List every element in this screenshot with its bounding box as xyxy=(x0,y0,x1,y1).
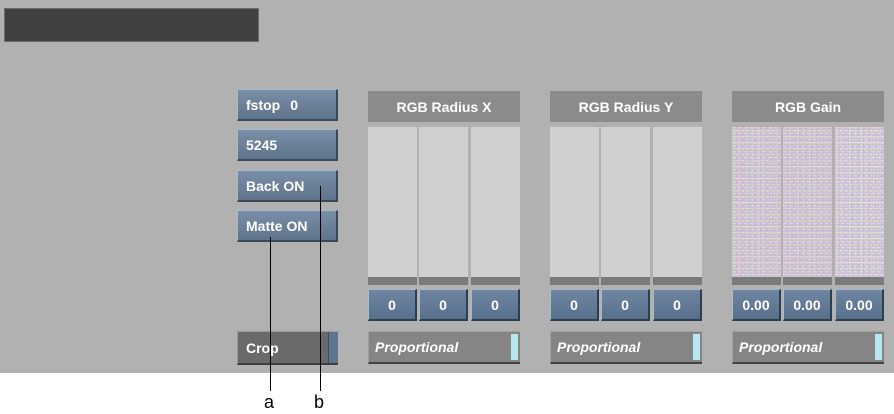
slider-base xyxy=(653,277,702,285)
slider-base xyxy=(601,277,650,285)
gain-green-field[interactable]: 0.00 xyxy=(783,289,832,321)
callout-label-a: a xyxy=(264,392,275,412)
rgb-radius-y-header: RGB Radius Y xyxy=(550,91,702,122)
film-type-button[interactable]: 5245 xyxy=(237,129,338,161)
fstop-label: fstop xyxy=(246,96,281,113)
matte-toggle-button[interactable]: Matte ON xyxy=(237,210,338,242)
crop-label: Crop xyxy=(246,339,279,356)
fstop-button[interactable]: fstop 0 xyxy=(237,89,338,121)
matte-toggle-label: Matte ON xyxy=(246,217,308,234)
rgb-radius-x-header: RGB Radius X xyxy=(368,91,520,122)
radius-y-red-field[interactable]: 0 xyxy=(550,289,599,321)
radius-x-blue-field[interactable]: 0 xyxy=(471,289,520,321)
slider-base xyxy=(835,277,884,285)
slider-base xyxy=(783,277,832,285)
control-panel: fstop 0 5245 Back ON Matte ON Crop RGB R… xyxy=(0,0,894,373)
gain-mode-button[interactable]: Proportional xyxy=(732,331,884,364)
radius-x-red-slider[interactable] xyxy=(368,127,417,285)
back-toggle-label: Back ON xyxy=(246,177,305,194)
radius-x-mode-indicator xyxy=(511,334,518,360)
gain-mode-label: Proportional xyxy=(739,339,823,355)
gain-mode-indicator xyxy=(875,334,882,360)
slider-base xyxy=(419,277,468,285)
callout-line-b xyxy=(320,186,321,391)
radius-y-green-slider[interactable] xyxy=(601,127,650,285)
callout-label-b: b xyxy=(314,392,325,412)
gain-blue-slider[interactable] xyxy=(835,127,884,285)
radius-x-blue-slider[interactable] xyxy=(471,127,520,285)
radius-y-mode-indicator xyxy=(693,334,700,360)
fstop-value: 0 xyxy=(290,96,299,113)
slider-base xyxy=(732,277,781,285)
gain-red-field[interactable]: 0.00 xyxy=(732,289,781,321)
film-type-label: 5245 xyxy=(246,136,278,153)
slider-base xyxy=(550,277,599,285)
slider-base xyxy=(471,277,520,285)
gain-blue-field[interactable]: 0.00 xyxy=(835,289,884,321)
radius-x-mode-label: Proportional xyxy=(375,339,459,355)
radius-x-green-field[interactable]: 0 xyxy=(419,289,468,321)
slider-base xyxy=(368,277,417,285)
gain-green-slider[interactable] xyxy=(783,127,832,285)
rgb-gain-header: RGB Gain xyxy=(732,91,884,122)
radius-x-green-slider[interactable] xyxy=(419,127,468,285)
radius-y-mode-button[interactable]: Proportional xyxy=(550,331,702,364)
back-toggle-button[interactable]: Back ON xyxy=(237,170,338,202)
radius-y-green-field[interactable]: 0 xyxy=(601,289,650,321)
radius-y-blue-field[interactable]: 0 xyxy=(653,289,702,321)
radius-y-blue-slider[interactable] xyxy=(653,127,702,285)
radius-y-mode-label: Proportional xyxy=(557,339,641,355)
radius-x-mode-button[interactable]: Proportional xyxy=(368,331,520,364)
crop-indicator xyxy=(328,332,338,363)
callout-line-a xyxy=(270,237,271,391)
crop-button[interactable]: Crop xyxy=(237,331,338,365)
gain-red-slider[interactable] xyxy=(732,127,781,285)
title-field xyxy=(4,8,259,42)
radius-y-red-slider[interactable] xyxy=(550,127,599,285)
radius-x-red-field[interactable]: 0 xyxy=(368,289,417,321)
